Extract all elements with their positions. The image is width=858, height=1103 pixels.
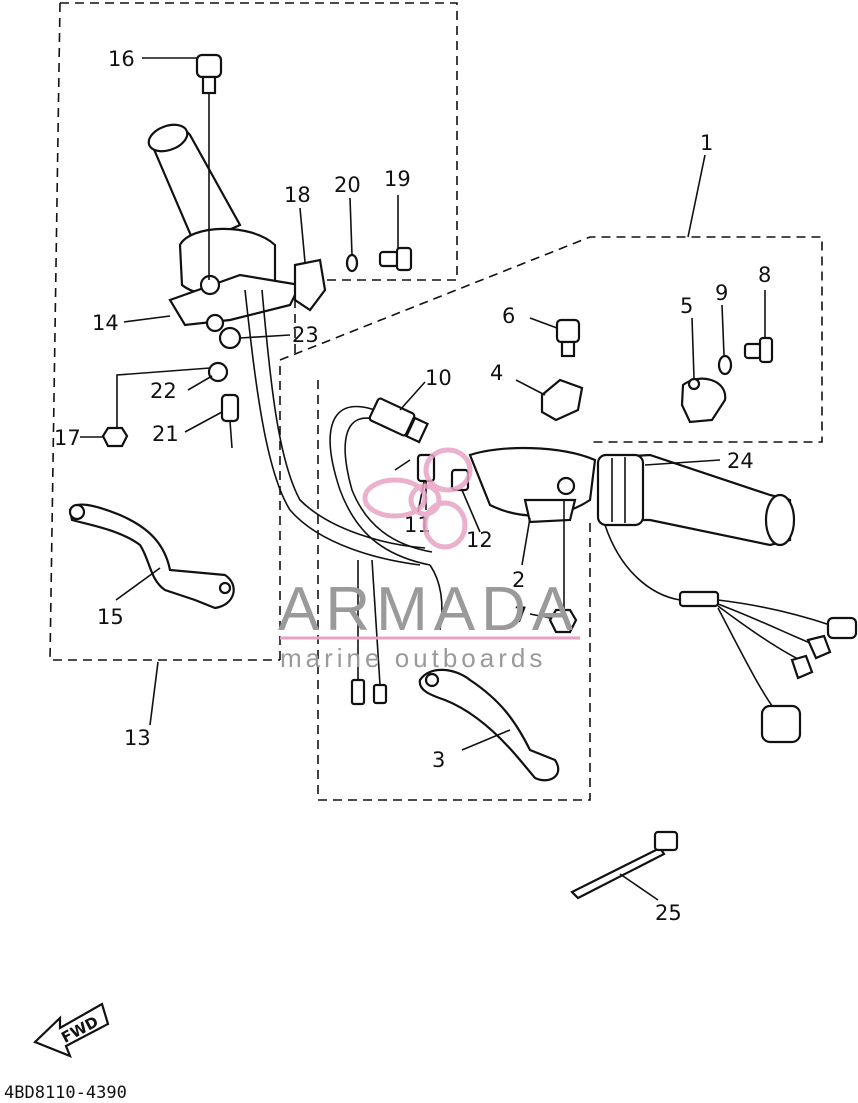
harness-connectors-left [350, 559, 388, 706]
watermark-brand: ARMADA [278, 575, 579, 644]
handlebar-left [244, 289, 426, 566]
callout-17: 17 [54, 426, 81, 450]
callout-10: 10 [425, 366, 452, 390]
callout-20: 20 [334, 173, 361, 197]
part-9-washer [717, 354, 733, 376]
leader-lines [80, 57, 766, 901]
left-grip-assembly [147, 123, 302, 333]
callout-13: 13 [124, 726, 151, 750]
fwd-arrow-icon: FWD [33, 1002, 110, 1058]
part-23-bolt [218, 326, 242, 350]
callout-16: 16 [108, 47, 135, 71]
callout-5: 5 [680, 294, 693, 318]
drawing-code: 4BD8110-4390 [4, 1083, 127, 1103]
callout-15: 15 [97, 605, 124, 629]
part-22-nut [207, 361, 229, 383]
group-13-boundary [49, 2, 458, 661]
callout-12: 12 [466, 528, 493, 552]
armada-watermark: ARMADA marine outboards [278, 447, 580, 673]
part-20-washer [345, 253, 359, 273]
part-3-lever [418, 668, 560, 782]
part-8-screw [743, 336, 774, 364]
callout-7: 7 [514, 603, 527, 627]
part-7-nut [548, 500, 578, 634]
callout-9: 9 [715, 281, 728, 305]
group-1-boundary [279, 236, 823, 801]
callout-1: 1 [700, 131, 713, 155]
callout-18: 18 [284, 183, 311, 207]
part-6-screw [555, 318, 581, 358]
callout-3: 3 [432, 748, 445, 772]
part-21-adjuster [220, 393, 240, 449]
callout-8: 8 [758, 263, 771, 287]
callout-2: 2 [512, 568, 525, 592]
clutch-cable [329, 405, 443, 631]
part-18-switch [293, 258, 327, 312]
part-4-clamp [540, 378, 584, 422]
callout-6: 6 [502, 304, 515, 328]
switch-harness [604, 524, 858, 744]
part-16-screw [195, 53, 223, 280]
part-17-nut [101, 426, 129, 448]
right-perch [468, 446, 597, 524]
part-5-holder [680, 377, 727, 424]
part-24-throttle-grip [596, 453, 796, 547]
callout-21: 21 [152, 422, 179, 446]
part-10-fitting [368, 397, 430, 444]
callout-14: 14 [92, 311, 119, 335]
part-25-cable-tie [570, 830, 679, 900]
callout-4: 4 [490, 361, 503, 385]
callout-19: 19 [384, 167, 411, 191]
propeller-logo-icon [362, 447, 473, 550]
callout-24: 24 [727, 449, 754, 473]
callout-25: 25 [655, 901, 682, 925]
part-15-lever [68, 503, 235, 610]
callout-22: 22 [150, 379, 177, 403]
callout-23: 23 [292, 323, 319, 347]
part-19-screw [378, 246, 413, 272]
watermark-tagline: marine outboards [280, 643, 546, 673]
